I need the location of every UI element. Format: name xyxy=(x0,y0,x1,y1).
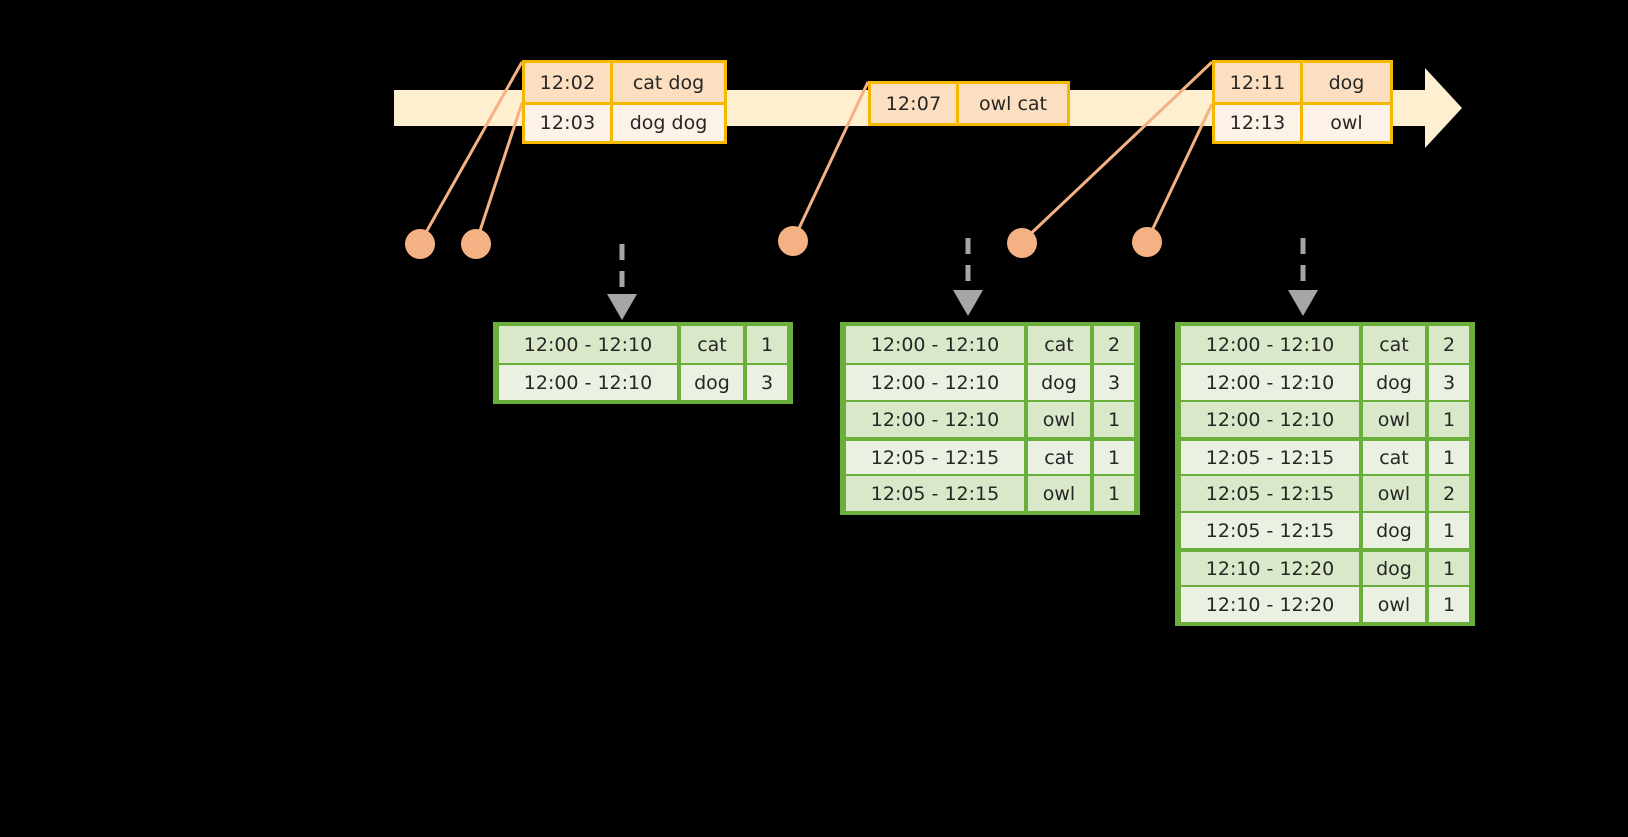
connector-dots xyxy=(405,226,1162,259)
event-box-2[interactable]: 12:07 owl cat xyxy=(868,81,1070,126)
cell-count: 3 xyxy=(747,365,787,400)
table-row: 12:00 - 12:10 cat 2 xyxy=(844,326,1136,363)
cell-count: 1 xyxy=(1429,587,1469,622)
table-row: 12:05 - 12:15 owl 1 xyxy=(844,474,1136,511)
table-row: 12:00 - 12:10 cat 2 xyxy=(1179,326,1471,363)
cell-word: dog xyxy=(681,365,743,400)
connector-dot xyxy=(405,229,435,259)
connector-dot xyxy=(1007,228,1037,258)
table-row: 12:00 - 12:10 owl 1 xyxy=(1179,400,1471,437)
cell-window: 12:00 - 12:10 xyxy=(1181,326,1359,363)
event-words: dog dog xyxy=(629,112,708,134)
table-row: 12:00 - 12:10 cat 1 xyxy=(497,326,789,363)
cell-window: 12:10 - 12:20 xyxy=(1181,587,1359,622)
cell-count: 2 xyxy=(1429,326,1469,363)
cell-word: owl xyxy=(1363,476,1425,511)
result-table-2[interactable]: 12:00 - 12:10 cat 2 12:00 - 12:10 dog 3 … xyxy=(840,322,1140,515)
cell-window: 12:05 - 12:15 xyxy=(846,441,1024,474)
cell-count: 1 xyxy=(1429,552,1469,585)
event-words: dog xyxy=(1328,71,1365,94)
event-time: 12:03 xyxy=(525,105,613,141)
event-time: 12:02 xyxy=(525,63,613,102)
table-row: 12:00 - 12:10 owl 1 xyxy=(844,400,1136,437)
connector-dot xyxy=(778,226,808,256)
cell-word: owl xyxy=(1028,402,1090,437)
cell-word: cat xyxy=(1028,326,1090,363)
event-row: 12:07 owl cat xyxy=(871,84,1067,123)
event-time: 12:13 xyxy=(1215,105,1303,141)
table-row: 12:05 - 12:15 owl 2 xyxy=(1179,474,1471,511)
cell-count: 1 xyxy=(1429,402,1469,437)
cell-count: 1 xyxy=(1429,441,1469,474)
table-row: 12:10 - 12:20 owl 1 xyxy=(1179,585,1471,622)
cell-word: cat xyxy=(1363,326,1425,363)
event-words: owl cat xyxy=(978,92,1048,115)
cell-window: 12:05 - 12:15 xyxy=(846,476,1024,511)
cell-window: 12:00 - 12:10 xyxy=(1181,402,1359,437)
cell-word: dog xyxy=(1363,365,1425,400)
cell-word: dog xyxy=(1363,552,1425,585)
cell-window: 12:05 - 12:15 xyxy=(1181,476,1359,511)
cell-window: 12:05 - 12:15 xyxy=(1181,513,1359,548)
cell-word: dog xyxy=(1028,365,1090,400)
event-box-3[interactable]: 12:11 dog 12:13 owl xyxy=(1212,60,1393,144)
cell-window: 12:00 - 12:10 xyxy=(499,326,677,363)
event-row: 12:03 dog dog xyxy=(525,102,724,141)
event-row: 12:13 owl xyxy=(1215,102,1390,141)
event-time: 12:11 xyxy=(1215,63,1303,102)
cell-window: 12:10 - 12:20 xyxy=(1181,552,1359,585)
event-box-1[interactable]: 12:02 cat dog 12:03 dog dog xyxy=(522,60,727,144)
cell-word: cat xyxy=(681,326,743,363)
cell-count: 1 xyxy=(1094,476,1134,511)
table-row: 12:00 - 12:10 dog 3 xyxy=(497,363,789,400)
cell-count: 3 xyxy=(1429,365,1469,400)
cell-word: owl xyxy=(1363,402,1425,437)
table-row: 12:00 - 12:10 dog 3 xyxy=(844,363,1136,400)
connector-dot xyxy=(461,229,491,259)
cell-window: 12:00 - 12:10 xyxy=(846,365,1024,400)
cell-word: owl xyxy=(1363,587,1425,622)
table-row: 12:05 - 12:15 dog 1 xyxy=(1179,511,1471,548)
connector-dot xyxy=(1132,227,1162,257)
cell-word: cat xyxy=(1363,441,1425,474)
cell-window: 12:00 - 12:10 xyxy=(846,402,1024,437)
cell-window: 12:00 - 12:10 xyxy=(499,365,677,400)
event-row: 12:11 dog xyxy=(1215,63,1390,102)
cell-count: 1 xyxy=(1429,513,1469,548)
cell-word: dog xyxy=(1363,513,1425,548)
cell-word: cat xyxy=(1028,441,1090,474)
cell-count: 2 xyxy=(1429,476,1469,511)
dashed-arrows xyxy=(619,238,1306,300)
event-time: 12:07 xyxy=(871,84,959,123)
cell-word: owl xyxy=(1028,476,1090,511)
cell-count: 1 xyxy=(1094,402,1134,437)
event-row: 12:02 cat dog xyxy=(525,63,724,102)
cell-window: 12:00 - 12:10 xyxy=(1181,365,1359,400)
event-words: cat dog xyxy=(632,71,705,94)
table-row: 12:10 - 12:20 dog 1 xyxy=(1179,548,1471,585)
cell-count: 3 xyxy=(1094,365,1134,400)
cell-count: 1 xyxy=(1094,441,1134,474)
cell-count: 1 xyxy=(747,326,787,363)
table-row: 12:00 - 12:10 dog 3 xyxy=(1179,363,1471,400)
cell-window: 12:00 - 12:10 xyxy=(846,326,1024,363)
dashed-arrow-heads xyxy=(607,290,1318,320)
event-words: owl xyxy=(1330,112,1363,134)
cell-window: 12:05 - 12:15 xyxy=(1181,441,1359,474)
table-row: 12:05 - 12:15 cat 1 xyxy=(844,437,1136,474)
table-row: 12:05 - 12:15 cat 1 xyxy=(1179,437,1471,474)
cell-count: 2 xyxy=(1094,326,1134,363)
result-table-3[interactable]: 12:00 - 12:10 cat 2 12:00 - 12:10 dog 3 … xyxy=(1175,322,1475,626)
result-table-1[interactable]: 12:00 - 12:10 cat 1 12:00 - 12:10 dog 3 xyxy=(493,322,793,404)
